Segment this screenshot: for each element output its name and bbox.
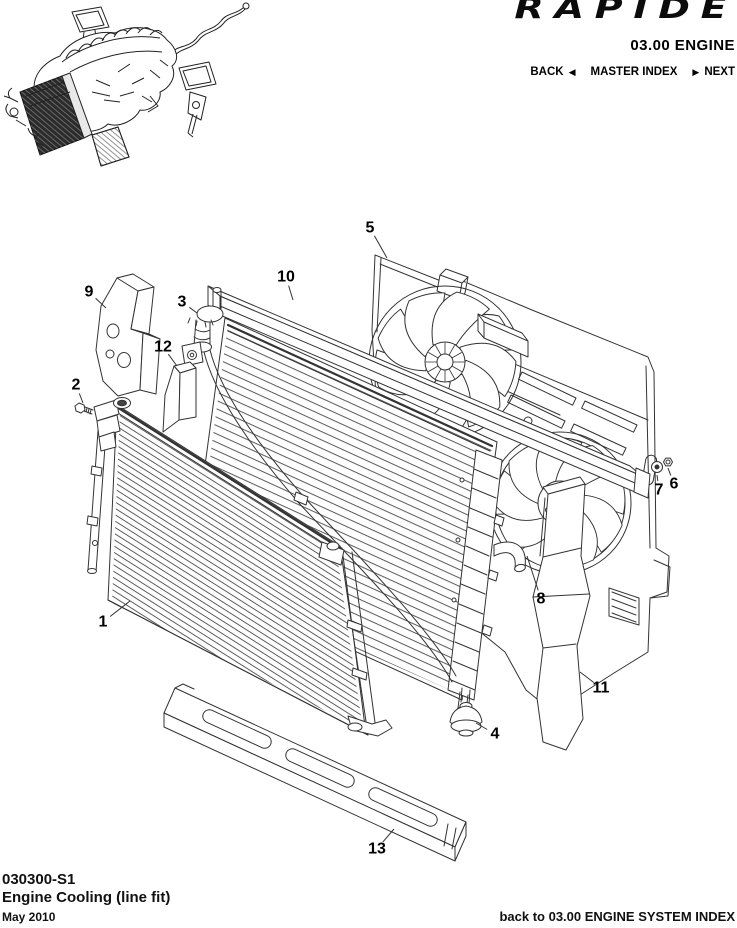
callout-label-3: 3 [178,294,187,311]
back-arrow-icon: ◀ [568,67,576,77]
callout-leader-6 [667,467,672,476]
nut [663,457,673,467]
callout-leader-3 [189,306,198,314]
callout-label-11: 11 [593,680,610,697]
callout-leader-5 [373,235,388,259]
footer-left: 030300-S1 Engine Cooling (line fit) May … [2,871,170,924]
washer [651,461,663,473]
callout-label-8: 8 [537,591,546,608]
page-section-title: 03.00 ENGINE [630,37,735,54]
rubber-mount [449,687,483,737]
callout-leader-8 [526,555,539,591]
spacer-bracket [162,361,197,433]
callout-leader-11 [579,671,595,683]
callout-label-13: 13 [368,841,386,858]
callout-label-6: 6 [670,476,679,493]
mounting-bolt [74,402,94,415]
callout-leader-9 [95,297,107,309]
callout-leader-1 [109,600,131,617]
callout-label-10: 10 [277,269,295,286]
callout-label-9: 9 [85,284,94,301]
nav-back-link[interactable]: BACK ◀ [530,66,575,78]
callout-label-1: 1 [99,614,108,631]
lower-crossmember [163,683,467,862]
callout-label-4: 4 [491,726,500,743]
back-to-index-link[interactable]: back to 03.00 ENGINE SYSTEM INDEX [499,909,735,924]
engine-thumbnail-illustration [3,2,250,167]
nav-master-index-label: MASTER INDEX [590,66,678,78]
nav-back-label: BACK [530,66,564,78]
radiator-top-beam [207,285,651,499]
condenser [86,397,393,737]
rapide-logo: RAPIDE [514,0,737,26]
callout-label-2: 2 [72,377,81,394]
condenser-upper-mount [93,397,131,452]
cooling-pack-exploded-diagram [74,254,673,862]
document-title: Engine Cooling (line fit) [2,889,171,906]
callout-leader-13 [382,828,395,843]
shroud-vents [499,359,649,456]
next-arrow-icon: ▶ [692,67,700,77]
callout-leader-10 [288,285,294,301]
coolant-filler-neck [181,287,457,683]
callout-label-7: 7 [655,482,664,499]
mounting-bracket-block [95,273,161,397]
nav-next-link[interactable]: ▶ NEXT [692,66,735,78]
callout-leader-12 [167,353,178,367]
document-number: 030300-S1 [2,871,76,888]
callout-leader-7 [656,474,659,482]
header-nav: BACK ◀ MASTER INDEX ▶ NEXT [530,66,735,78]
air-deflector [532,476,591,751]
document-date: May 2010 [2,910,56,924]
condenser-side-channel [318,541,393,737]
callout-leader-4 [475,722,488,730]
callout-label-12: 12 [154,339,172,356]
lower-hose-elbow [493,541,526,573]
nav-master-index-link[interactable]: MASTER INDEX [591,66,678,78]
nav-next-label: NEXT [704,66,735,78]
radiator-end-tank [447,449,505,701]
callout-label-5: 5 [366,220,375,237]
callout-leader-2 [78,393,84,404]
